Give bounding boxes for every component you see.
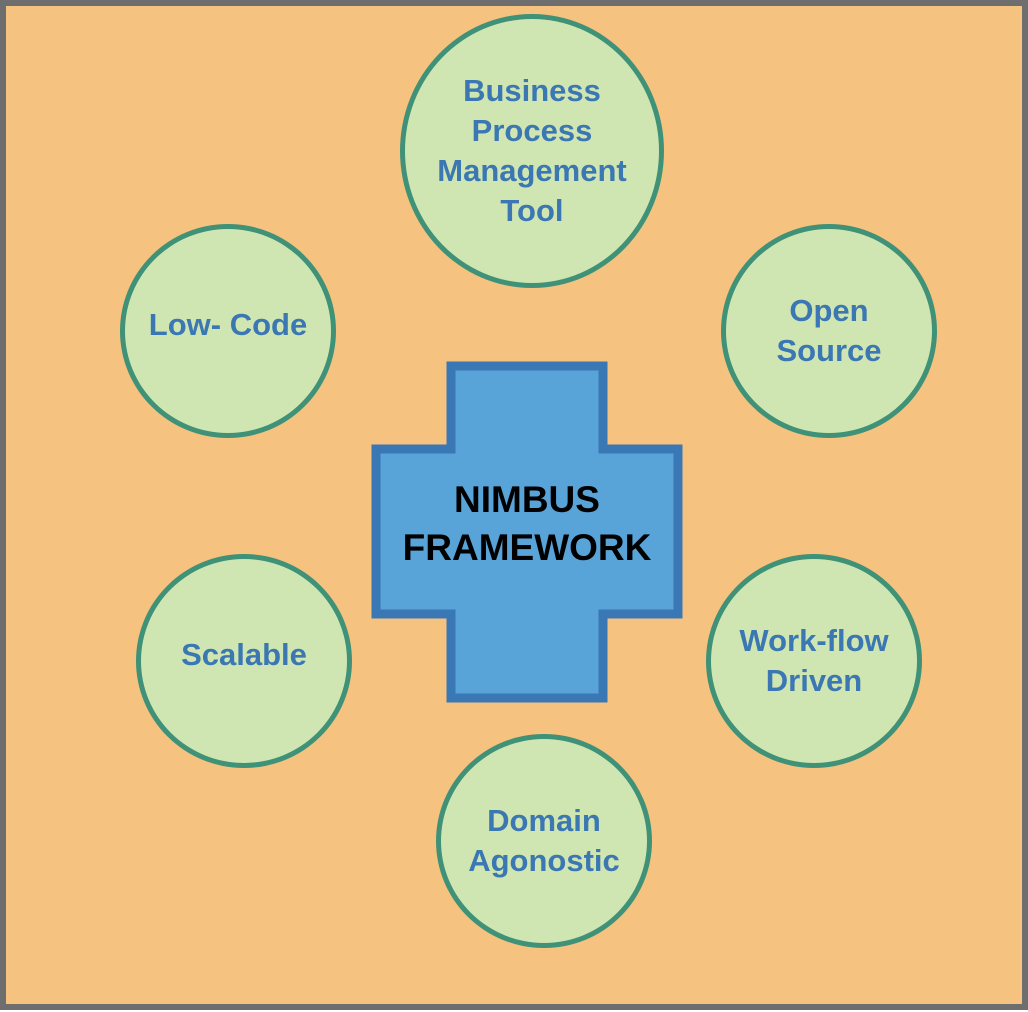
node-label: Scalable xyxy=(181,637,307,672)
node-scalable: Scalable xyxy=(136,554,352,768)
node-label: Domain Agonostic xyxy=(468,803,620,878)
node-low-code: Low- Code xyxy=(120,224,336,438)
node-label: Open Source xyxy=(776,293,882,368)
node-label: Low- Code xyxy=(148,307,308,342)
cross-icon xyxy=(371,361,683,703)
node-business-process-management: Business Process Management Tool xyxy=(400,14,664,288)
node-label: Work-flow Driven xyxy=(739,623,889,698)
node-label: Business Process Management Tool xyxy=(437,73,627,228)
node-domain-agonostic: Domain Agonostic xyxy=(436,734,652,948)
center-cross-shape xyxy=(371,361,683,703)
center-title: NIMBUS FRAMEWORK xyxy=(402,479,652,568)
node-open-source: Open Source xyxy=(721,224,937,438)
node-workflow-driven: Work-flow Driven xyxy=(706,554,922,768)
